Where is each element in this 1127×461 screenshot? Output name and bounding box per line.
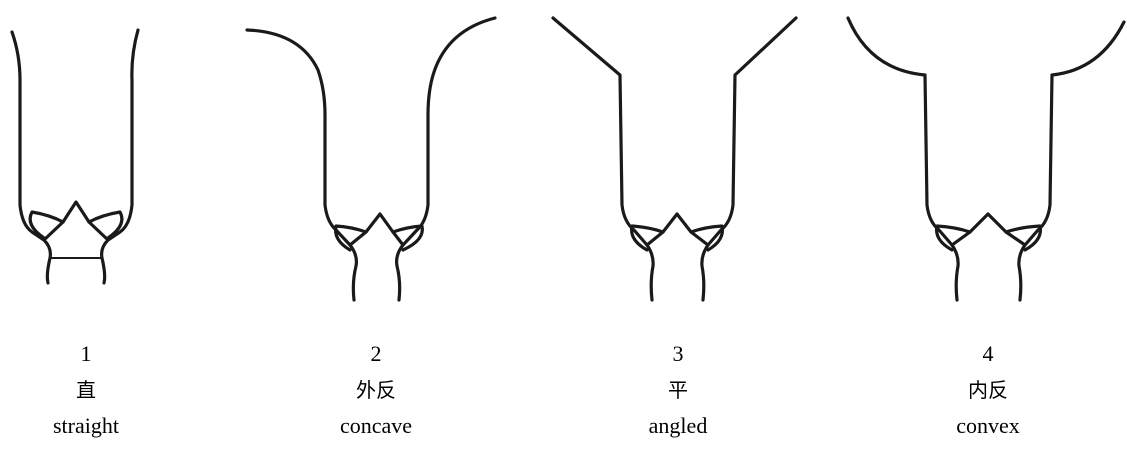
caption-convex: 4 内反 convex [878,336,1098,444]
figure-number: 3 [568,336,788,372]
shape-convex [848,18,1124,300]
figure-english-label: straight [0,408,196,444]
shape-angled [553,18,796,300]
caption-angled: 3 平 angled [568,336,788,444]
figure-english-label: concave [266,408,486,444]
figure-english-label: angled [568,408,788,444]
caption-straight: 1 直 straight [0,336,196,444]
figure-chinese-label: 直 [0,372,196,408]
figure-english-label: convex [878,408,1098,444]
figure-number: 2 [266,336,486,372]
caption-concave: 2 外反 concave [266,336,486,444]
figure-chinese-label: 平 [568,372,788,408]
figure-number: 1 [0,336,196,372]
shape-straight [12,30,138,283]
figure-chinese-label: 外反 [266,372,486,408]
figure-chinese-label: 内反 [878,372,1098,408]
shape-concave [247,18,495,300]
figure-number: 4 [878,336,1098,372]
